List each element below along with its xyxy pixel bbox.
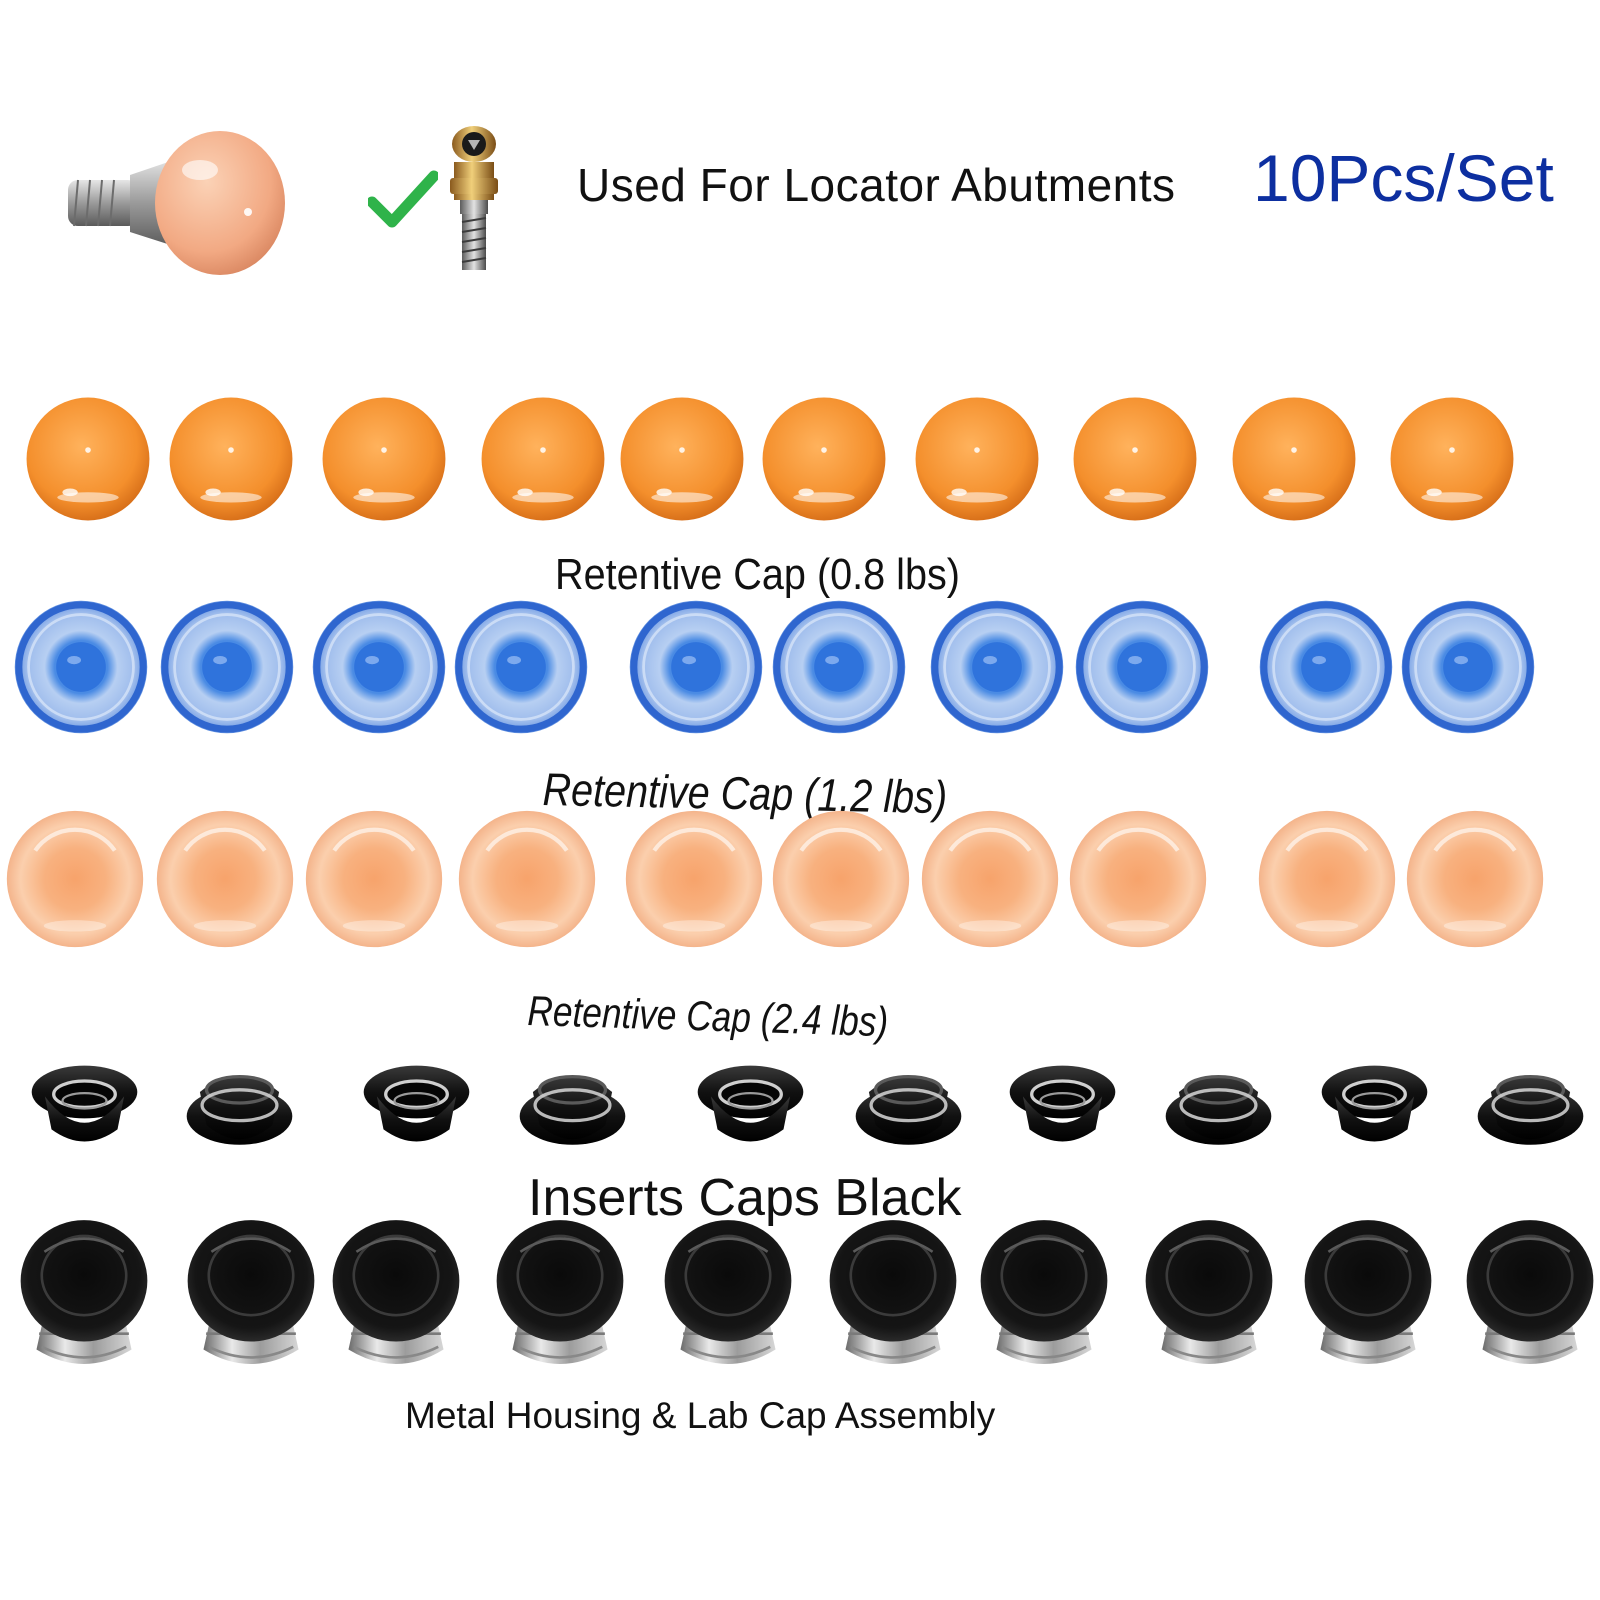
orange-retentive-cap: [320, 395, 448, 523]
blue-retentive-cap: [928, 598, 1066, 736]
metal-housing-lab-cap: [1302, 1212, 1434, 1384]
black-insert-cap: [678, 1048, 823, 1158]
black-insert-cap: [990, 1048, 1135, 1158]
metal-housing-lab-cap: [1143, 1212, 1275, 1384]
black-inserts-row: [0, 1048, 1600, 1158]
blue-retentive-cap: [158, 598, 296, 736]
retentive-cap-0-8-label: Retentive Cap (0.8 lbs): [555, 550, 960, 599]
peach-retentive-cap: [1404, 808, 1546, 950]
hero-cap-on-housing-image: [60, 120, 300, 290]
retentive-cap-0-8-row: [0, 395, 1600, 523]
metal-housing-lab-cap: [1464, 1212, 1596, 1384]
blue-retentive-cap: [1073, 598, 1211, 736]
orange-retentive-cap: [1071, 395, 1199, 523]
metal-housing-lab-cap: [185, 1212, 317, 1384]
peach-retentive-cap: [1256, 808, 1398, 950]
peach-retentive-cap: [456, 808, 598, 950]
black-insert-cap: [1458, 1048, 1600, 1158]
blue-retentive-cap: [12, 598, 150, 736]
black-insert-cap: [167, 1048, 312, 1158]
orange-retentive-cap: [167, 395, 295, 523]
peach-retentive-cap: [4, 808, 146, 950]
orange-retentive-cap: [760, 395, 888, 523]
black-inserts-label: Inserts Caps Black: [528, 1169, 962, 1227]
peach-retentive-cap: [623, 808, 765, 950]
black-insert-cap: [12, 1048, 157, 1158]
blue-retentive-cap: [310, 598, 448, 736]
retentive-cap-1-2-row: [0, 598, 1600, 736]
black-insert-cap: [500, 1048, 645, 1158]
metal-housing-lab-cap: [827, 1212, 959, 1384]
peach-retentive-cap: [1067, 808, 1209, 950]
locator-abutment-image: [444, 124, 504, 274]
peach-retentive-cap: [919, 808, 1061, 950]
retentive-cap-2-4-row: [0, 808, 1600, 950]
orange-retentive-cap: [24, 395, 152, 523]
orange-retentive-cap: [913, 395, 1041, 523]
headline: Used For Locator Abutments: [577, 159, 1176, 211]
peach-retentive-cap: [154, 808, 296, 950]
orange-retentive-cap: [1388, 395, 1516, 523]
metal-housing-lab-cap: [18, 1212, 150, 1384]
metal-housing-row: [0, 1212, 1600, 1384]
black-insert-cap: [1146, 1048, 1291, 1158]
metal-housing-lab-cap: [494, 1212, 626, 1384]
retentive-cap-2-4-label: Retentive Cap (2.4 lbs): [526, 987, 889, 1046]
blue-retentive-cap: [1257, 598, 1395, 736]
peach-retentive-cap: [770, 808, 912, 950]
pieces-per-set: 10Pcs/Set: [1253, 141, 1554, 215]
blue-retentive-cap: [627, 598, 765, 736]
blue-retentive-cap: [452, 598, 590, 736]
black-insert-cap: [344, 1048, 489, 1158]
peach-retentive-cap: [303, 808, 445, 950]
metal-housing-lab-cap: [330, 1212, 462, 1384]
black-insert-cap: [836, 1048, 981, 1158]
orange-retentive-cap: [618, 395, 746, 523]
green-check-icon: [366, 170, 440, 230]
orange-retentive-cap: [479, 395, 607, 523]
blue-retentive-cap: [1399, 598, 1537, 736]
orange-retentive-cap: [1230, 395, 1358, 523]
black-insert-cap: [1302, 1048, 1447, 1158]
metal-housing-lab-cap: [662, 1212, 794, 1384]
metal-housing-lab-cap: [978, 1212, 1110, 1384]
metal-housing-label: Metal Housing & Lab Cap Assembly: [405, 1395, 996, 1436]
blue-retentive-cap: [770, 598, 908, 736]
